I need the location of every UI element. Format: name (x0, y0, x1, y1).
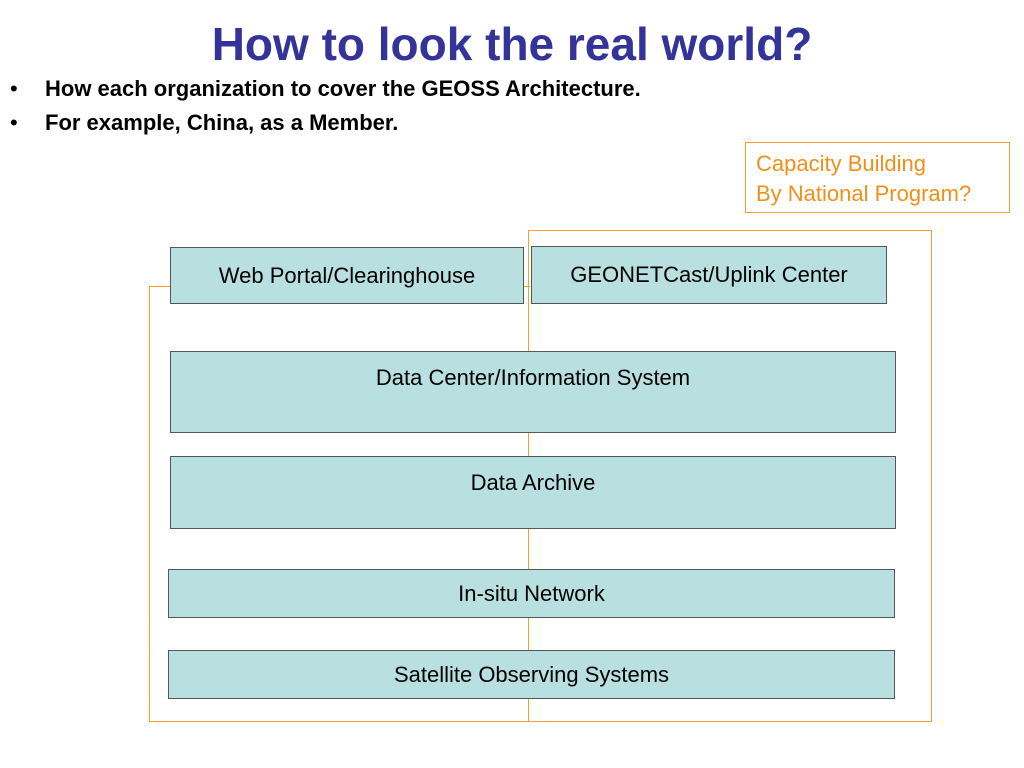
bullet-list: • How each organization to cover the GEO… (10, 72, 641, 140)
geonetcast-label: GEONETCast/Uplink Center (570, 262, 848, 287)
bullet-text: For example, China, as a Member. (45, 110, 399, 135)
web-portal-label: Web Portal/Clearinghouse (218, 262, 476, 288)
outline-connector (528, 230, 529, 287)
bullet-item: • How each organization to cover the GEO… (10, 72, 641, 106)
bullet-dot-icon: • (10, 110, 18, 135)
bullet-text: How each organization to cover the GEOSS… (45, 76, 641, 101)
callout-line-1: Capacity Building (756, 151, 926, 176)
satellite-systems-label: Satellite Observing Systems (393, 661, 670, 687)
satellite-systems-box: Satellite Observing Systems (168, 650, 895, 699)
in-situ-network-label: In-situ Network (458, 580, 605, 606)
data-center-box: Data Center/Information System (170, 351, 896, 433)
data-archive-label: Data Archive (470, 470, 596, 495)
in-situ-network-box: In-situ Network (168, 569, 895, 618)
callout-line-2: By National Program? (756, 181, 972, 206)
capacity-building-callout: Capacity Building By National Program? (745, 142, 1010, 213)
slide-title: How to look the real world? (211, 18, 813, 70)
data-archive-box: Data Archive (170, 456, 896, 529)
bullet-item: • For example, China, as a Member. (10, 106, 641, 140)
data-center-label: Data Center/Information System (375, 365, 691, 390)
bullet-dot-icon: • (10, 76, 18, 101)
web-portal-box: Web Portal/Clearinghouse (170, 247, 524, 304)
geonetcast-box: GEONETCast/Uplink Center (531, 246, 887, 304)
